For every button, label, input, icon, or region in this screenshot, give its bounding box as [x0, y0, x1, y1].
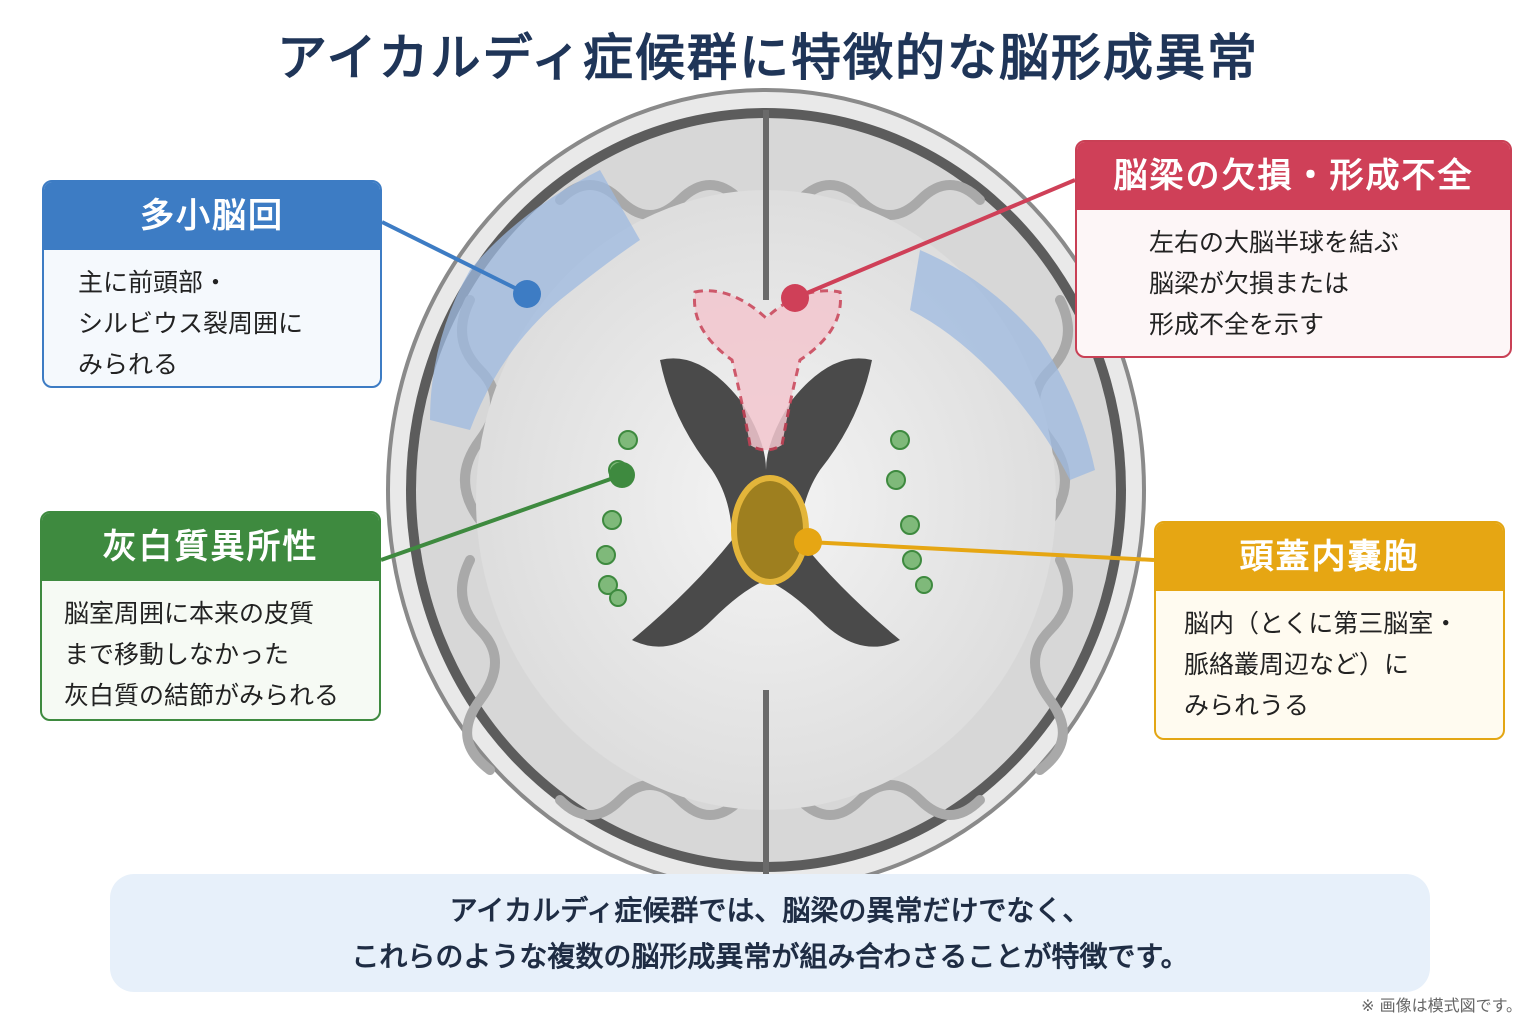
callout-heterotopia-title: 灰白質異所性	[42, 513, 379, 581]
polymicrogyria-right-region	[910, 250, 1095, 480]
summary-line-2: これらのような複数の脳形成異常が組み合わさることが特徴です。	[351, 940, 1189, 973]
marker-heterotopia	[609, 462, 635, 488]
intracranial-cyst	[731, 475, 809, 585]
callout-polymicrogyria: 多小脳回 主に前頭部・ シルビウス裂周囲に みられる	[42, 180, 382, 388]
summary-box: アイカルディ症候群では、脳梁の異常だけでなく、 これらのような複数の脳形成異常が…	[110, 874, 1430, 992]
callout-cyst: 頭蓋内嚢胞 脳内（とくに第三脳室・ 脈絡叢周辺など）に みられうる	[1154, 521, 1505, 740]
heterotopia-nodules-right	[886, 430, 933, 594]
marker-cyst	[794, 528, 822, 556]
callout-cyst-title: 頭蓋内嚢胞	[1156, 523, 1503, 591]
callout-polymicrogyria-title: 多小脳回	[44, 182, 380, 250]
callout-cyst-text: 脳内（とくに第三脳室・ 脈絡叢周辺など）に みられうる	[1184, 609, 1459, 720]
page-title: アイカルディ症候群に特徴的な脳形成異常	[277, 29, 1259, 87]
connector-lines	[380, 178, 1155, 562]
corpus-callosum-region	[692, 289, 842, 452]
callout-polymicrogyria-text: 主に前頭部・ シルビウス裂周囲に みられる	[78, 268, 304, 379]
callout-heterotopia: 灰白質異所性 脳室周囲に本来の皮質 まで移動しなかった 灰白質の結節がみられる	[40, 511, 381, 721]
marker-corpus-callosum	[781, 284, 809, 312]
footnote: ※ 画像は模式図です。	[1361, 996, 1522, 1015]
callout-corpus-callosum-text: 左右の大脳半球を結ぶ 脳梁が欠損または 形成不全を示す	[1149, 228, 1400, 339]
callout-corpus-callosum: 脳梁の欠損・形成不全 左右の大脳半球を結ぶ 脳梁が欠損または 形成不全を示す	[1075, 140, 1512, 358]
marker-polymicrogyria	[513, 280, 541, 308]
callout-corpus-callosum-title: 脳梁の欠損・形成不全	[1077, 142, 1510, 210]
summary-line-1: アイカルディ症候群では、脳梁の異常だけでなく、	[449, 894, 1091, 927]
callout-heterotopia-text: 脳室周囲に本来の皮質 まで移動しなかった 灰白質の結節がみられる	[64, 599, 340, 710]
